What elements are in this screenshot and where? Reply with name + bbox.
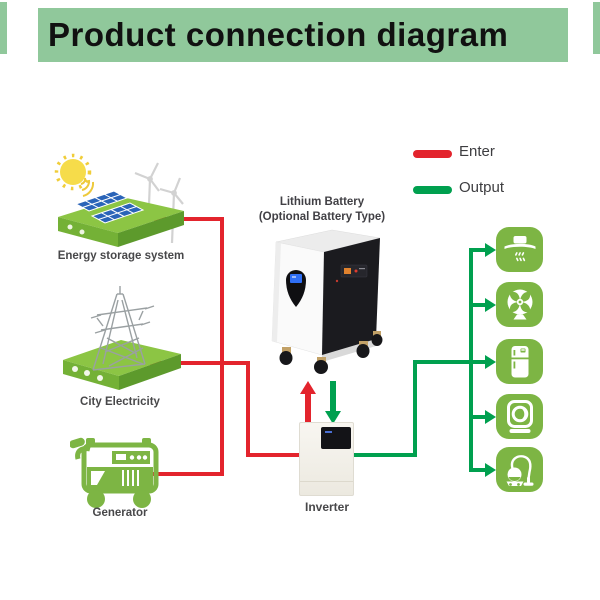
battery-casters — [279, 331, 383, 374]
output-arrow-down-icon — [325, 411, 341, 424]
output-line-riser — [413, 360, 417, 457]
appliance-fan — [496, 282, 543, 327]
inverter-label: Inverter — [304, 500, 350, 514]
enter-line-main-vertical — [220, 217, 224, 476]
appliance-vacuum-cleaner — [496, 447, 543, 492]
refrigerator-icon — [511, 345, 528, 377]
output-line-to-distribution — [413, 360, 473, 364]
inverter-image — [299, 422, 354, 496]
header-band: Product connection diagram — [38, 8, 568, 62]
output-branch-fridge — [469, 360, 487, 364]
appliance-refrigerator — [496, 339, 543, 384]
platform — [63, 340, 181, 390]
battery-cabinet-image — [271, 229, 383, 374]
output-line-from-inverter — [353, 453, 417, 457]
appliance-washing-machine — [496, 394, 543, 439]
output-branch-fan — [469, 303, 487, 307]
solar-panels-icon — [74, 190, 145, 224]
city-electricity-label: City Electricity — [80, 396, 160, 408]
output-branch-washer — [469, 415, 487, 419]
battery-label: Lithium Battery (Optional Battery Type) — [242, 195, 402, 225]
enter-arrow-up-icon — [300, 381, 316, 394]
header-edge-left — [0, 2, 7, 54]
battery-display — [286, 270, 306, 307]
energy-storage-label: Energy storage system — [57, 250, 185, 262]
output-branch-hood — [469, 248, 487, 252]
generator-icon — [70, 437, 159, 508]
inverter-screen — [321, 427, 351, 449]
enter-line-solar — [150, 217, 224, 221]
enter-arrow-up-shaft — [305, 393, 311, 424]
output-branch-fan-arrow-icon — [485, 298, 496, 312]
output-branch-vacuum — [469, 468, 487, 472]
page-title: Product connection diagram — [48, 16, 509, 53]
enter-line-to-inverter — [246, 453, 301, 457]
enter-line-swatch — [413, 150, 452, 158]
output-branch-vacuum-arrow-icon — [485, 463, 496, 477]
enter-line-jog-v — [246, 361, 250, 457]
city-electricity-icon — [63, 286, 181, 390]
generator-label: Generator — [92, 507, 148, 519]
output-line-swatch — [413, 186, 452, 194]
range-hood-icon — [504, 235, 535, 261]
header-edge-right — [593, 2, 600, 54]
battery-label-title: Lithium Battery — [279, 196, 365, 208]
energy-storage-system-icon — [54, 153, 184, 247]
enter-line-city — [148, 361, 224, 365]
appliance-range-hood — [496, 227, 543, 272]
output-branch-fridge-arrow-icon — [485, 355, 496, 369]
battery-indicator — [335, 264, 368, 283]
fan-icon — [507, 289, 532, 319]
legend-enter-label: Enter — [459, 143, 495, 160]
sun-icon — [54, 153, 95, 197]
enter-line-jog-h — [220, 361, 250, 365]
enter-line-generator — [150, 472, 224, 476]
vacuum-cleaner-icon — [506, 454, 533, 486]
output-branch-washer-arrow-icon — [485, 410, 496, 424]
transmission-tower-icon — [90, 286, 155, 371]
output-branch-hood-arrow-icon — [485, 243, 496, 257]
washing-machine-icon — [506, 399, 533, 433]
battery-label-subtitle: (Optional Battery Type) — [258, 210, 386, 223]
legend-output-label: Output — [459, 179, 505, 196]
output-arrow-down-shaft — [330, 381, 336, 412]
